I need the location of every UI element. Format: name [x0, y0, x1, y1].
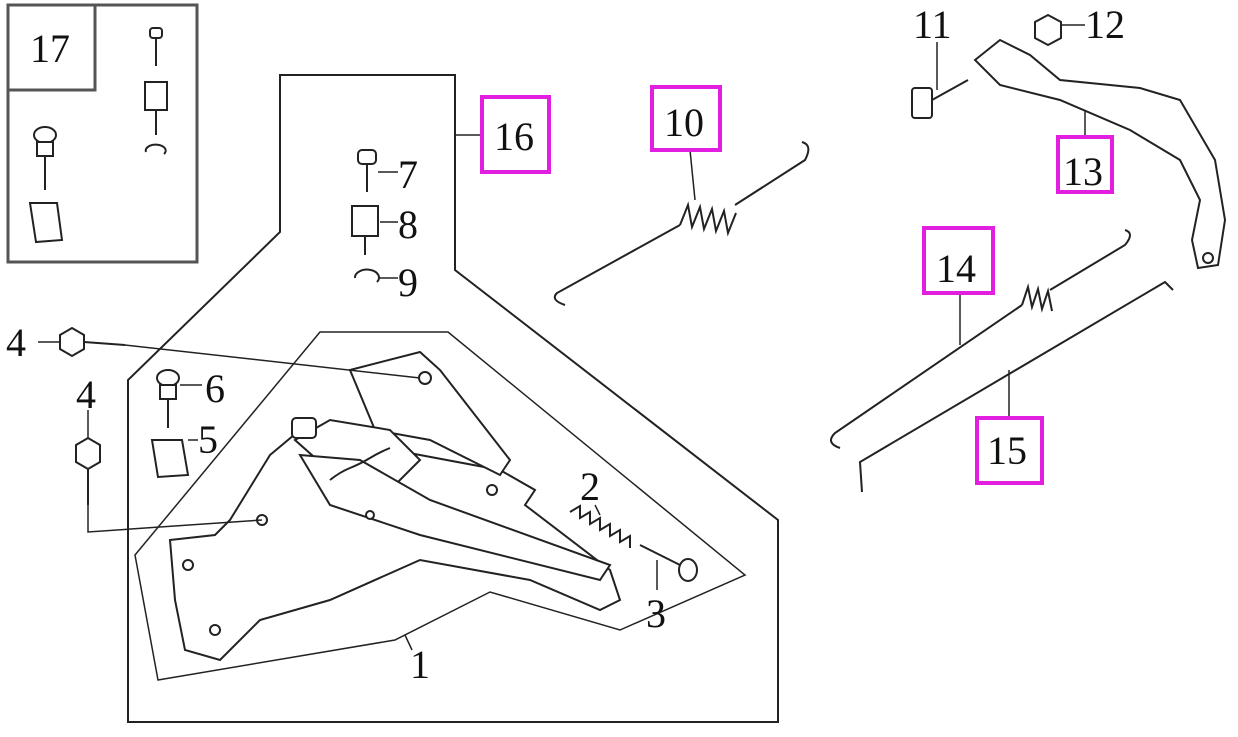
label-1: 1	[410, 642, 430, 687]
highlight-box-16	[480, 95, 551, 174]
spring-2	[569, 504, 631, 548]
highlight-box-14	[922, 226, 995, 295]
clip-9	[354, 268, 380, 283]
spacer-8	[351, 205, 379, 255]
bolt-4-lower	[75, 436, 101, 505]
label-12: 12	[1085, 2, 1125, 47]
label-2: 2	[580, 464, 600, 509]
label-15: 15	[987, 428, 1027, 473]
nut-5	[150, 439, 190, 479]
spring-10	[553, 141, 810, 306]
bolt-6	[156, 369, 180, 428]
inset-spacer	[144, 81, 168, 111]
label-11: 11	[913, 2, 952, 47]
highlight-box-15	[975, 416, 1044, 485]
inset-kit-17: 17	[6, 3, 199, 264]
label-4-top: 4	[6, 320, 26, 365]
highlight-box-10	[650, 85, 722, 152]
label-13: 13	[1063, 149, 1103, 194]
label-3: 3	[646, 591, 666, 636]
control-plate	[168, 350, 622, 662]
nut-12	[1034, 13, 1062, 47]
screw-3	[639, 544, 698, 582]
bolt-4-top	[59, 326, 126, 358]
label-8: 8	[398, 202, 418, 247]
label-7: 7	[398, 152, 418, 197]
label-14: 14	[936, 246, 976, 291]
inset-clip	[144, 143, 167, 155]
lever-13	[973, 38, 1227, 270]
label-5: 5	[198, 417, 218, 462]
screw-7	[357, 149, 377, 192]
label-6: 6	[205, 366, 225, 411]
part-1-outline	[134, 331, 747, 681]
label-17: 17	[30, 26, 70, 71]
inset-screw	[149, 27, 163, 66]
inset-bolt	[33, 126, 57, 190]
label-4-lower: 4	[76, 372, 96, 417]
bolt-11	[911, 79, 969, 119]
highlight-box-13	[1056, 135, 1114, 194]
label-10: 10	[664, 100, 704, 145]
label-9: 9	[398, 260, 418, 305]
label-16: 16	[494, 114, 534, 159]
spring-rod-14	[830, 229, 1131, 449]
assembly-16-outline	[127, 74, 779, 723]
inset-nut	[28, 202, 64, 244]
rod-15	[858, 280, 1174, 493]
